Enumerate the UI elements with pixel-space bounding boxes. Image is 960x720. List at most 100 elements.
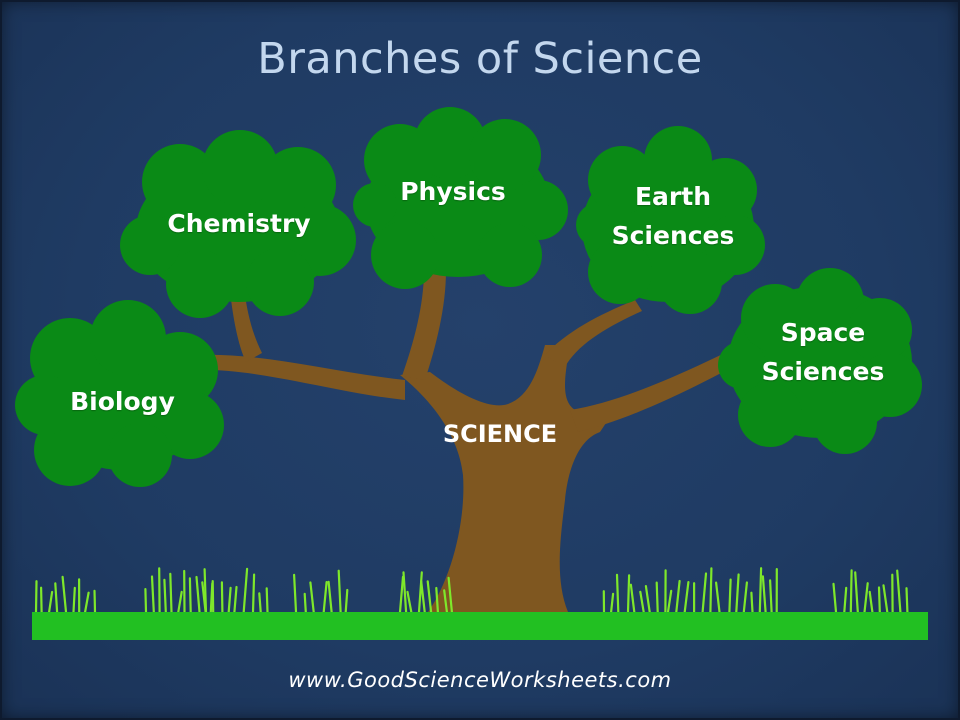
grass-blade: [227, 586, 232, 614]
branch-physics: [402, 270, 446, 380]
grass-blade: [610, 592, 615, 614]
grass-blade: [615, 573, 620, 614]
grass-blade: [34, 580, 38, 614]
grass-blade: [322, 581, 328, 614]
grass-blade: [701, 572, 708, 614]
branch-biology: [195, 354, 405, 400]
grass-blade: [849, 569, 853, 614]
page-title: Branches of Science: [257, 34, 703, 84]
grass-blade: [177, 590, 183, 614]
grass-blade: [293, 573, 298, 614]
foliage-chemistry: [120, 130, 356, 318]
grass-blade: [203, 568, 208, 614]
grass-blade: [666, 589, 673, 614]
grass-blade: [40, 586, 43, 614]
grass-blade: [402, 571, 408, 614]
grass-tufts: [34, 567, 909, 614]
grass-blade: [629, 583, 636, 614]
grass-blade: [435, 586, 439, 614]
grass-blade: [709, 567, 713, 614]
grass-blade: [265, 587, 269, 614]
grass-blade: [211, 580, 215, 614]
grass-blade: [626, 574, 631, 614]
grass-blade: [843, 586, 848, 614]
branch-label-biology: Biology: [40, 382, 205, 421]
grass-blade: [420, 580, 426, 614]
branch-label-line: Sciences: [761, 357, 885, 386]
grass-blade: [72, 586, 76, 614]
grass-blade: [61, 575, 68, 614]
grass-blade: [242, 567, 249, 614]
root-label: SCIENCE: [442, 420, 558, 448]
foliage-space: [718, 268, 922, 454]
grass-blade: [896, 569, 902, 614]
grass-blade: [443, 589, 448, 614]
grass-blade: [742, 581, 748, 614]
branch-label-physics: Physics: [378, 172, 528, 211]
grass-blade: [854, 571, 859, 614]
grass-blade: [735, 573, 740, 614]
grass-blade: [195, 575, 201, 614]
branch-label-line: Sciences: [611, 221, 735, 250]
grass-blade: [868, 590, 874, 614]
branch-label-line: Space: [780, 318, 866, 347]
foliage-physics: [353, 107, 568, 289]
branch-label-earth-sciences: Earth Sciences: [592, 177, 754, 255]
grass-blade: [882, 584, 889, 614]
branch-label-line: Biology: [70, 387, 175, 416]
trunk-main: [400, 345, 620, 612]
branch-space: [570, 348, 742, 432]
grass-blade: [54, 582, 59, 614]
tree-trunk: [195, 270, 742, 612]
grass-blade: [406, 590, 413, 614]
grass-blade: [93, 589, 97, 614]
grass-blade: [144, 588, 148, 614]
grass-blade: [426, 580, 433, 614]
grass-blade: [417, 571, 423, 614]
foliage-biology: [15, 300, 224, 487]
grass-blade: [769, 579, 773, 614]
grass-blade: [639, 590, 645, 614]
grass-blade: [258, 592, 262, 614]
branch-label-line: Physics: [400, 177, 506, 206]
ground: [32, 612, 928, 640]
grass-blade: [303, 592, 307, 614]
grass-blade: [233, 585, 238, 614]
grass-blade: [309, 581, 315, 614]
grass-blade: [750, 591, 754, 614]
grass-blade: [905, 587, 909, 614]
foliage-earth: [576, 126, 765, 314]
grass-blade: [337, 569, 342, 614]
branch-label-space-sciences: Space Sciences: [742, 313, 904, 391]
grass-blade: [398, 575, 405, 614]
branch-label-line: Chemistry: [167, 209, 311, 238]
grass-blade: [761, 575, 767, 614]
grass-blade: [169, 572, 173, 614]
grass-blade: [863, 582, 869, 614]
grass-blade: [758, 567, 763, 614]
grass-blade: [220, 581, 224, 614]
grass-blade: [163, 578, 167, 614]
grass-blade: [683, 581, 690, 614]
grass-blade: [447, 576, 453, 614]
grass-blade: [188, 577, 192, 614]
grass-blade: [327, 580, 333, 614]
grass-blade: [877, 586, 881, 614]
grass-blade: [251, 573, 256, 614]
branch-earth: [545, 300, 642, 367]
grass-blade: [715, 581, 721, 614]
grass-blade: [344, 588, 349, 614]
grass-blade: [48, 590, 54, 614]
grass-blade: [728, 578, 732, 614]
branch-chemistry: [230, 288, 262, 362]
branch-label-line: Earth: [634, 182, 712, 211]
grass-blade: [832, 582, 838, 614]
grass-blade: [84, 591, 90, 614]
footer-url: www.GoodScienceWorksheets.com: [288, 668, 672, 692]
branch-label-chemistry: Chemistry: [150, 204, 328, 243]
foliage: [15, 107, 922, 487]
grass-blade: [675, 579, 681, 614]
grass-blade: [150, 575, 155, 614]
